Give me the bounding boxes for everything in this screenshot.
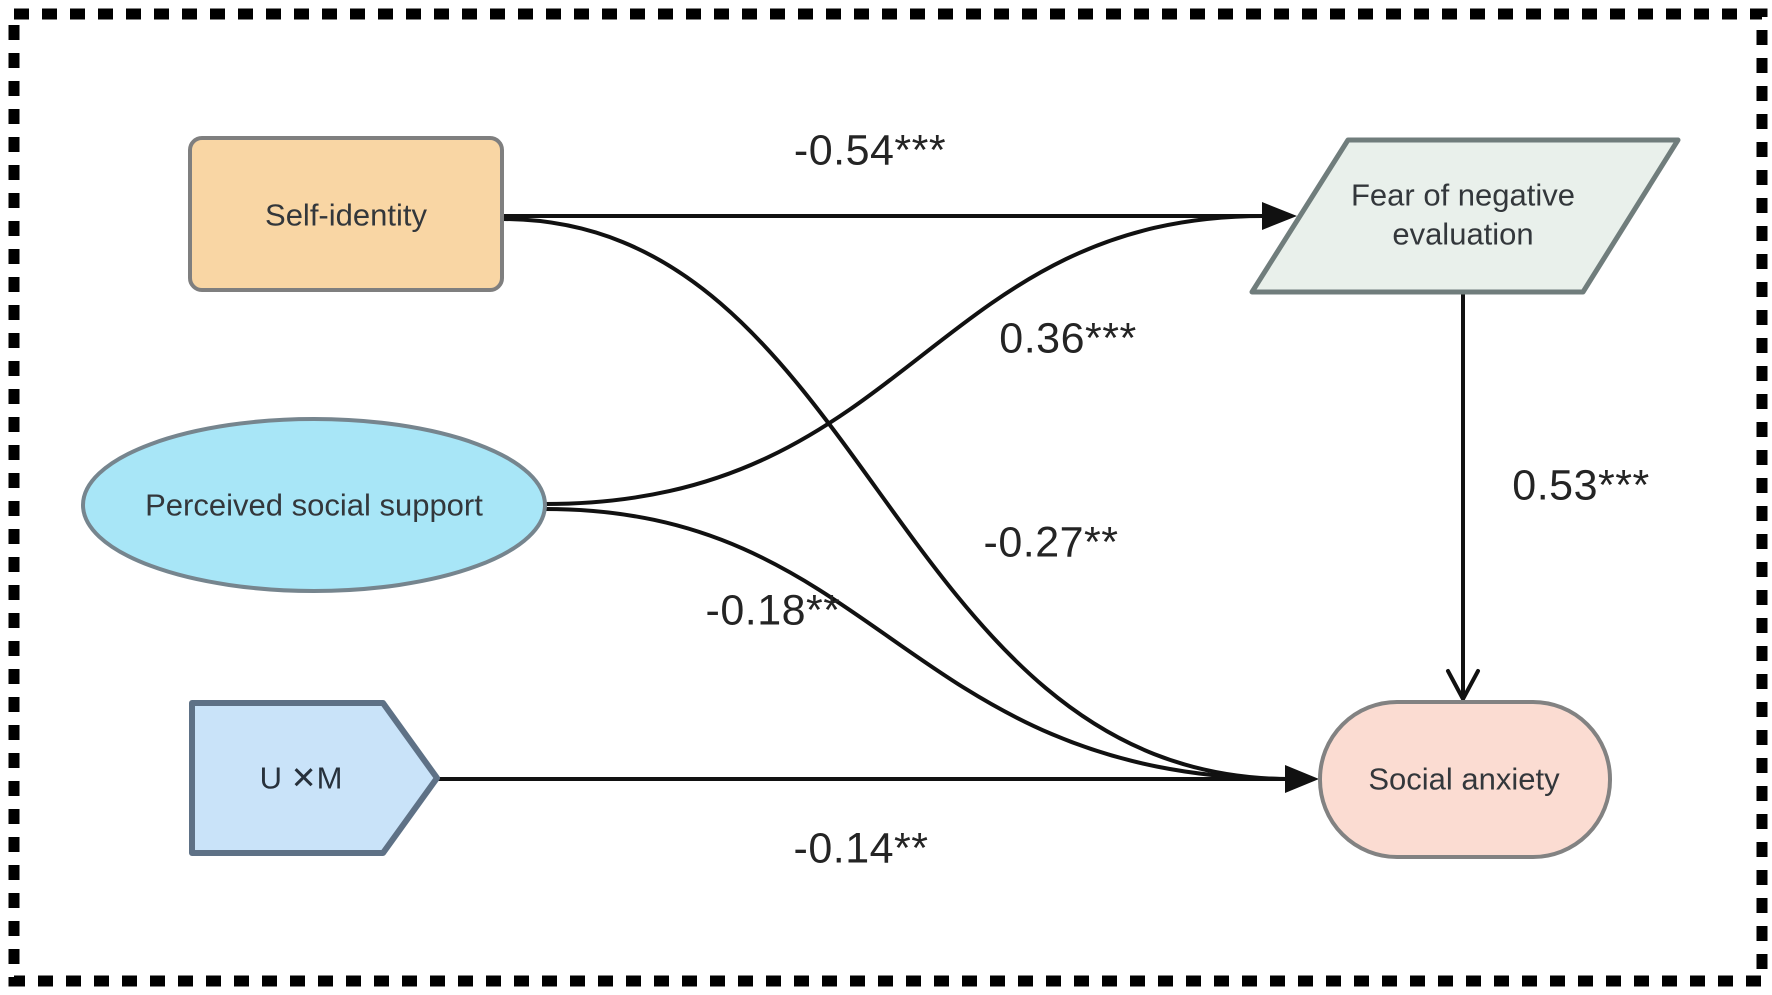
coefficient-social-support-to-anxiety: -0.18** — [705, 586, 841, 635]
figure-dashed-border — [8, 8, 1768, 987]
coefficient-social-support-to-fear: 0.36*** — [999, 314, 1137, 363]
social-anxiety-shape — [1318, 700, 1612, 859]
arrow-social-support-to-fear — [544, 214, 1265, 506]
coefficient-fear-to-anxiety: 0.53*** — [1512, 461, 1650, 510]
arrow-social-support-to-anxiety — [544, 507, 1291, 781]
arrowhead-into-fear — [1262, 202, 1297, 230]
self-identity-shape — [188, 136, 504, 292]
perceived-social-support-shape — [81, 417, 547, 593]
coefficient-self-identity-to-anxiety: -0.27** — [983, 518, 1119, 567]
coefficient-uxm-to-anxiety: -0.14** — [793, 824, 929, 873]
perceived-social-support-label: Perceived social support — [145, 487, 483, 523]
uxm-label: U ✕M — [259, 760, 343, 796]
social-anxiety-label: Social anxiety — [1368, 761, 1560, 797]
fear-of-negative-evaluation-label: Fear of negative evaluation — [1350, 177, 1576, 251]
uxm-shape — [189, 700, 440, 856]
coefficient-self-identity-to-fear: -0.54*** — [793, 126, 947, 175]
arrowhead-into-anxiety-top — [1446, 669, 1480, 704]
arrow-self-identity-to-anxiety — [501, 217, 1291, 781]
fear-of-negative-evaluation-shape — [1249, 137, 1681, 295]
self-identity-label: Self-identity — [265, 197, 427, 233]
arrowhead-into-anxiety-left — [1285, 765, 1319, 793]
